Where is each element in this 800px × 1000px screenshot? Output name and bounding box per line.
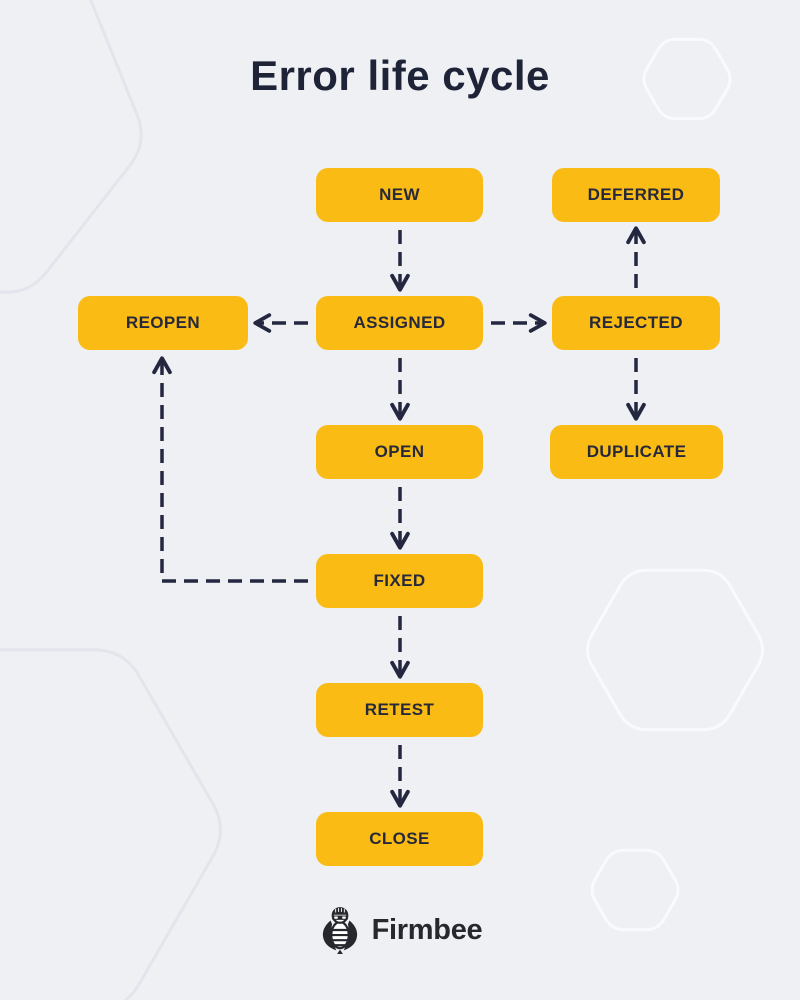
node-duplicate: DUPLICATE	[550, 425, 723, 479]
node-retest: RETEST	[316, 683, 483, 737]
hexagon-decoration	[0, 648, 222, 1000]
firmbee-bee-icon	[322, 907, 357, 954]
firmbee-brand-text: Firmbee	[371, 913, 483, 946]
hexagon-decoration	[642, 37, 732, 121]
node-fixed: FIXED	[316, 554, 483, 608]
node-assigned: ASSIGNED	[316, 296, 483, 350]
node-deferred: DEFERRED	[552, 168, 720, 222]
firmbee-logo: Firmbee	[0, 898, 800, 962]
hexagon-decoration	[0, 0, 143, 294]
hexagon-decoration	[590, 848, 680, 932]
node-new: NEW	[316, 168, 483, 222]
hexagon-decoration	[586, 568, 764, 732]
background-hexagons	[0, 0, 764, 1000]
edge-fixed-to-reopen	[152, 356, 308, 583]
node-rejected: REJECTED	[552, 296, 720, 350]
flow-arrows	[152, 226, 646, 808]
page-title: Error life cycle	[250, 52, 550, 99]
node-open: OPEN	[316, 425, 483, 479]
node-close: CLOSE	[316, 812, 483, 866]
node-reopen: REOPEN	[78, 296, 248, 350]
